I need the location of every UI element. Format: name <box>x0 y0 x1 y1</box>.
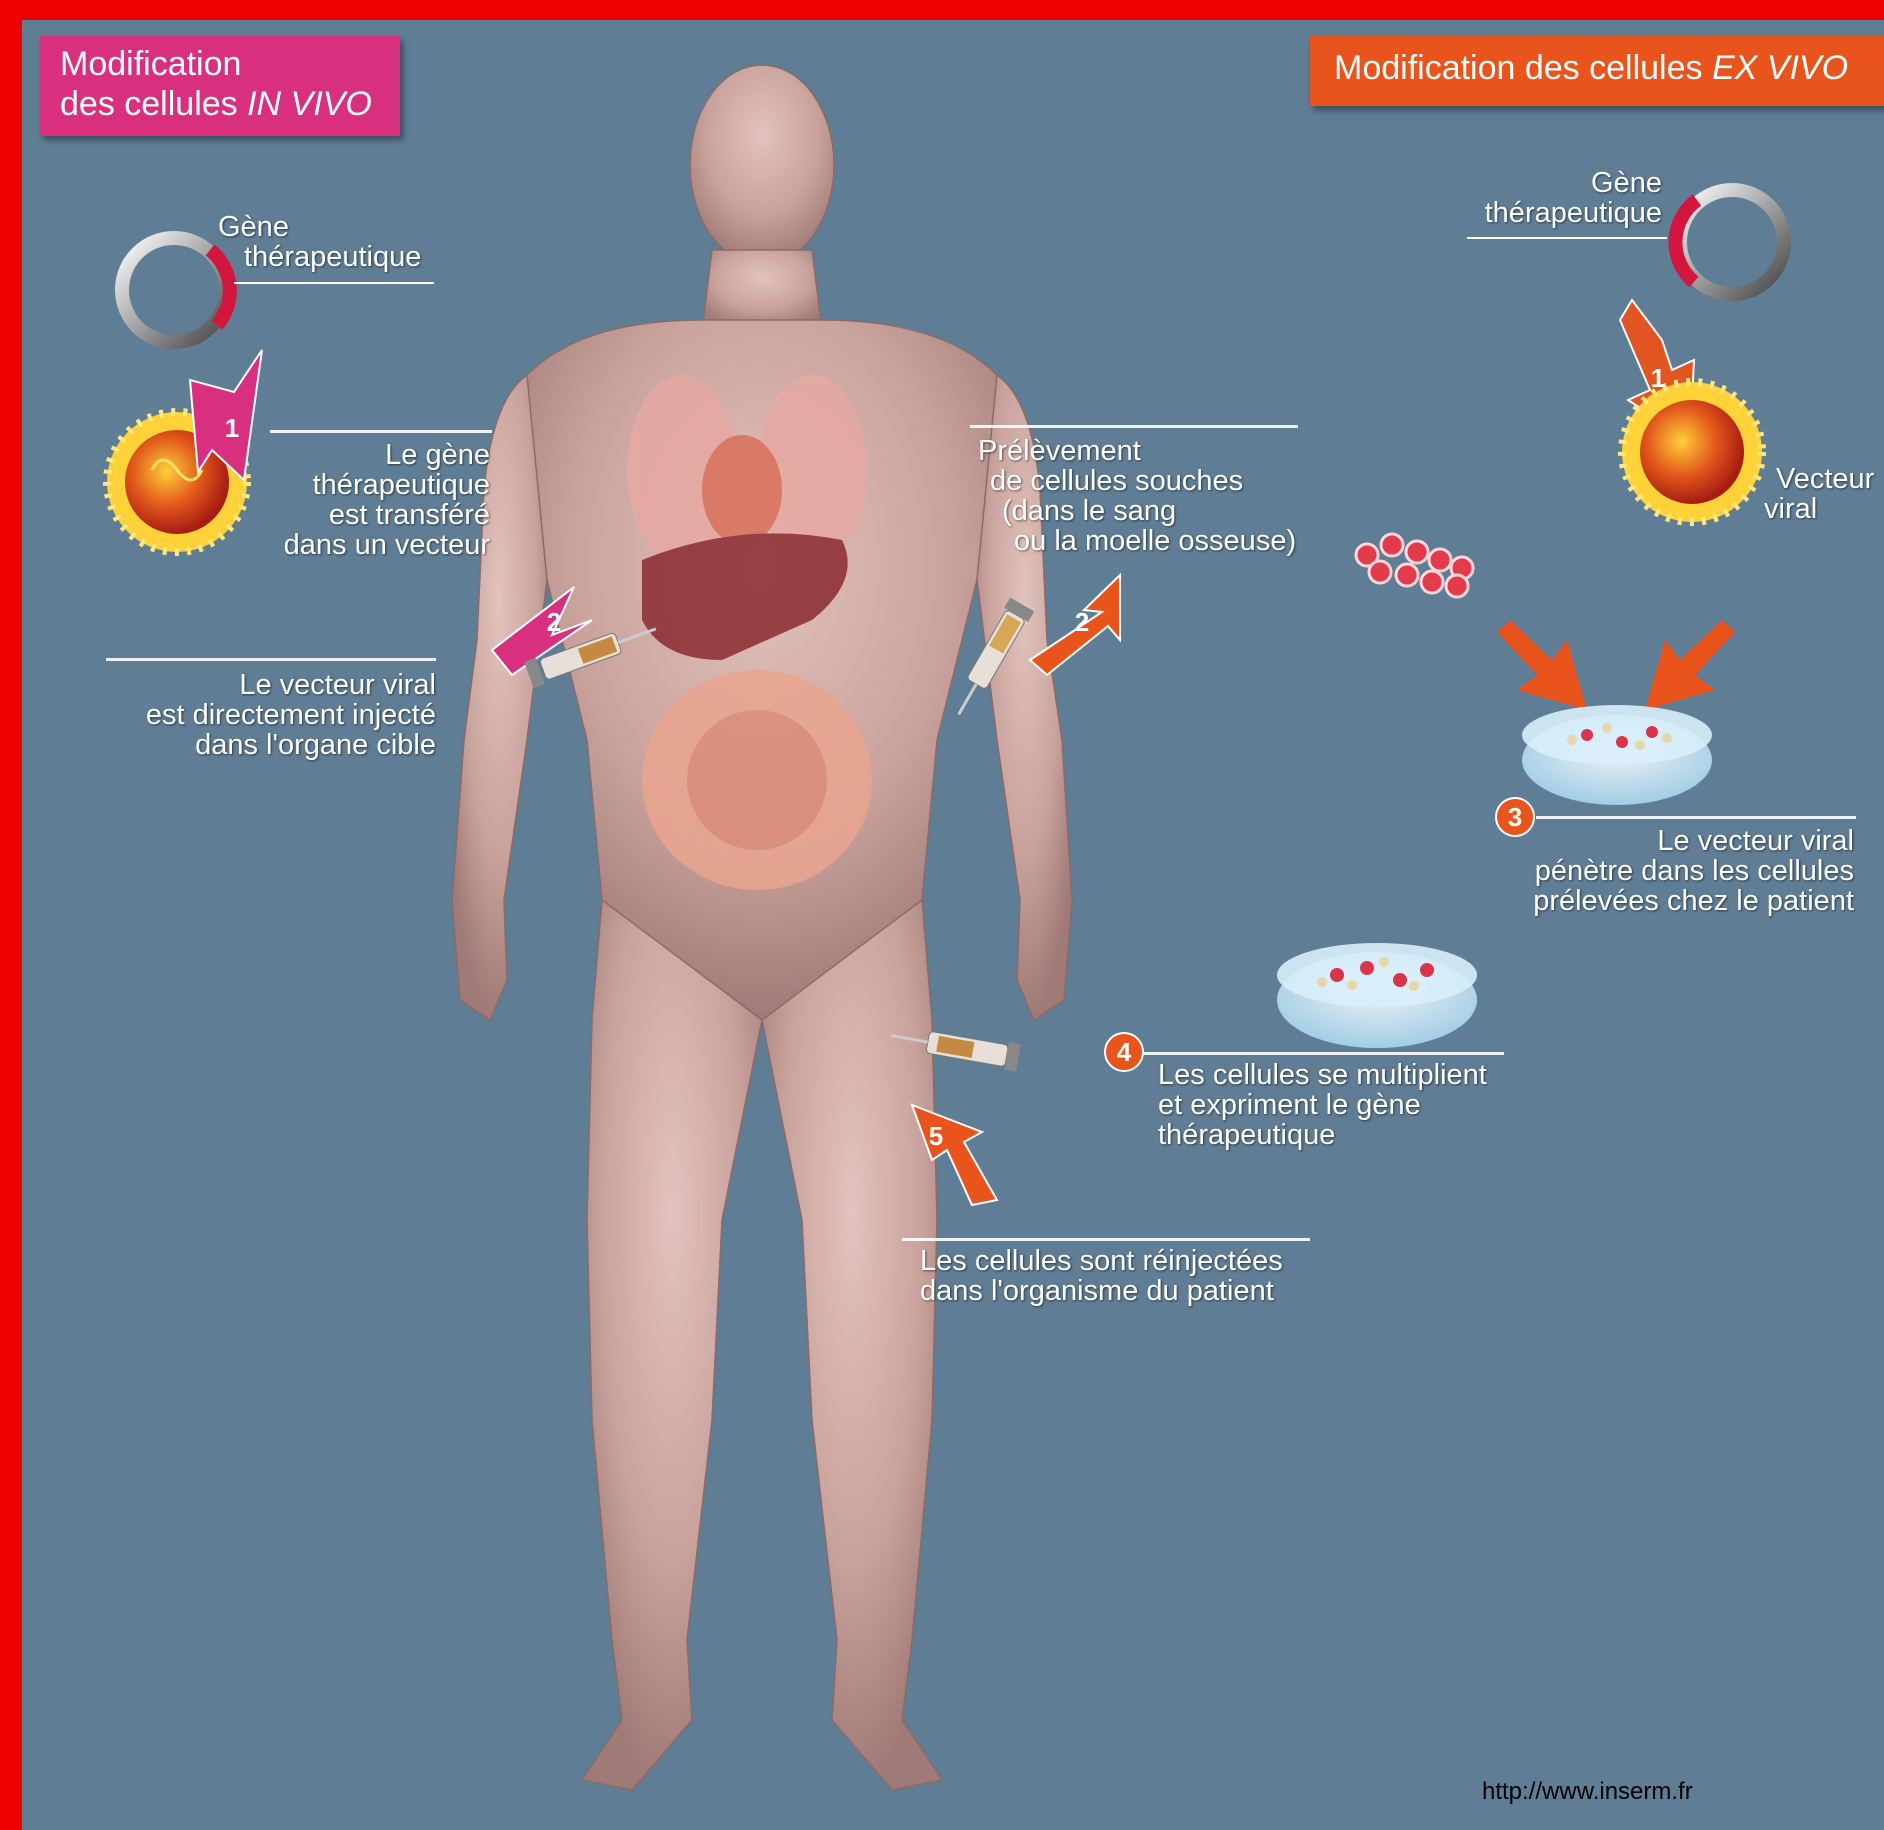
label-line: thérapeutique <box>218 242 421 272</box>
ex-vivo-plasmid-ring <box>1675 190 1784 294</box>
divider <box>902 1238 1310 1241</box>
label-line: Les cellules sont réinjectées <box>920 1246 1283 1276</box>
in-vivo-step2-badge: 2 <box>536 604 572 640</box>
label-line: thérapeutique <box>1158 1120 1487 1150</box>
in-vivo-header-prefix: des cellules <box>60 85 247 123</box>
ex-vivo-viral-vector <box>1622 382 1762 522</box>
ex-vivo-step3-arrow-left <box>1497 620 1587 710</box>
diagram-canvas: Modification des cellules IN VIVO Modifi… <box>22 20 1884 1830</box>
ex-vivo-step3-arrow-right <box>1645 620 1735 710</box>
label-line: viral <box>1764 494 1874 524</box>
ex-vivo-step5-text: Les cellules sont réinjectées dans l'org… <box>920 1246 1283 1306</box>
divider <box>1536 816 1856 819</box>
label-line: Prélèvement <box>978 436 1296 466</box>
ex-vivo-step2-badge: 2 <box>1064 604 1100 640</box>
label-line: Le vecteur viral <box>106 670 436 700</box>
label-line: Le vecteur viral <box>1482 826 1854 856</box>
ex-vivo-step4-text: Les cellules se multiplient et expriment… <box>1158 1060 1487 1150</box>
source-credit: http://www.inserm.fr <box>1482 1778 1693 1806</box>
ex-vivo-header-italic: EX VIVO <box>1712 49 1848 87</box>
in-vivo-gene-label: Gène thérapeutique <box>218 212 421 272</box>
divider <box>270 430 492 433</box>
ex-vivo-step2-text: Prélèvement de cellules souches (dans le… <box>978 436 1296 556</box>
label-line: dans un vecteur <box>232 530 490 560</box>
ex-vivo-header: Modification des cellules EX VIVO <box>1310 36 1884 106</box>
petri-dish-3 <box>1522 705 1712 805</box>
label-line: dans l'organisme du patient <box>920 1276 1283 1306</box>
label-line: ou la moelle osseuse) <box>978 526 1296 556</box>
label-line: Gène <box>218 212 421 242</box>
in-vivo-header: Modification des cellules IN VIVO <box>40 36 400 136</box>
label-line: pénètre dans les cellules <box>1482 856 1854 886</box>
label-line: Gène <box>1462 168 1662 198</box>
divider <box>970 425 1298 428</box>
label-line: Les cellules se multiplient <box>1158 1060 1487 1090</box>
label-line: Vecteur <box>1764 464 1874 494</box>
in-vivo-step1-text: Le gène thérapeutique est transféré dans… <box>232 440 490 560</box>
in-vivo-header-line1: Modification <box>60 44 400 84</box>
label-line: dans l'organe cible <box>106 730 436 760</box>
ex-vivo-vector-label: Vecteur viral <box>1764 464 1874 524</box>
divider <box>1144 1052 1504 1055</box>
in-vivo-header-line2: des cellules IN VIVO <box>60 84 400 124</box>
petri-dish-4 <box>1277 943 1477 1048</box>
ex-vivo-step1-badge: 1 <box>1640 360 1676 396</box>
ex-vivo-step5-badge: 5 <box>918 1118 954 1154</box>
label-line: est transféré <box>232 500 490 530</box>
ex-vivo-step4-badge: 4 <box>1104 1032 1144 1072</box>
label-line: et expriment le gène <box>1158 1090 1487 1120</box>
ex-vivo-header-prefix: Modification des cellules <box>1334 49 1712 87</box>
illustration <box>22 20 1884 1830</box>
label-line: Le gène <box>232 440 490 470</box>
label-line: thérapeutique <box>1462 198 1662 228</box>
in-vivo-header-italic: IN VIVO <box>247 85 372 123</box>
in-vivo-plasmid-ring <box>122 238 230 342</box>
ex-vivo-gene-label: Gène thérapeutique <box>1462 168 1662 228</box>
divider <box>106 658 436 661</box>
label-line: thérapeutique <box>232 470 490 500</box>
stem-cells-cluster <box>1356 534 1473 597</box>
label-line: (dans le sang <box>978 496 1296 526</box>
human-body <box>452 65 1072 1790</box>
in-vivo-step2-text: Le vecteur viral est directement injecté… <box>106 670 436 760</box>
ex-vivo-step3-text: Le vecteur viral pénètre dans les cellul… <box>1482 826 1854 916</box>
label-line: prélevées chez le patient <box>1482 886 1854 916</box>
label-line: de cellules souches <box>978 466 1296 496</box>
label-line: est directement injecté <box>106 700 436 730</box>
